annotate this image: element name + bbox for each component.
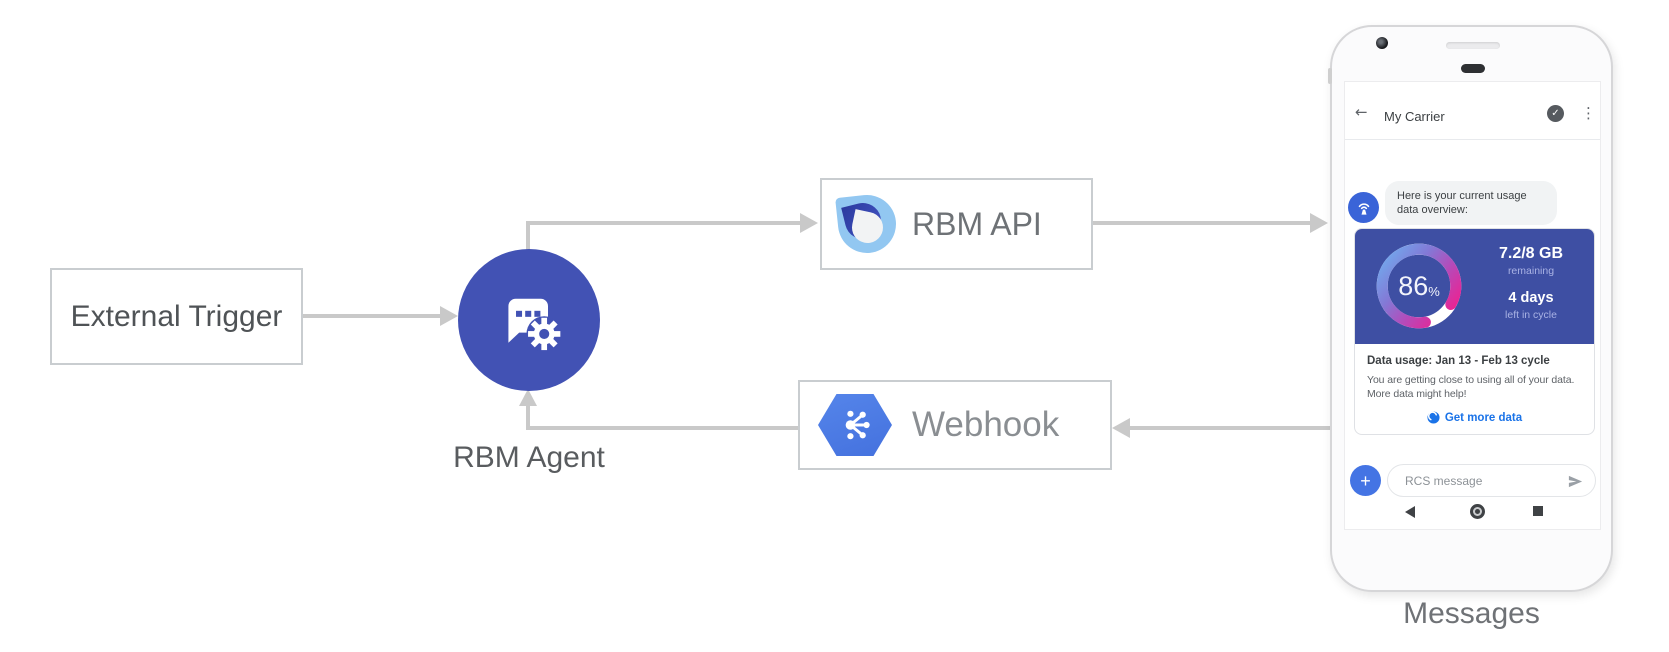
usage-gauge: 86% xyxy=(1373,240,1465,332)
arrow-agent-to-api-vline xyxy=(526,221,530,254)
earpiece xyxy=(1461,64,1485,73)
agent-message-line2: data overview: xyxy=(1397,204,1468,216)
agent-avatar xyxy=(1348,192,1379,223)
nav-back-triangle-icon[interactable] xyxy=(1405,506,1415,518)
external-trigger-box: External Trigger xyxy=(50,268,303,365)
phone-screen: ← My Carrier ✓ ⋮ Here is your current us… xyxy=(1344,81,1601,530)
back-arrow-icon[interactable]: ← xyxy=(1355,103,1368,121)
agent-message-line1: Here is your current usage xyxy=(1397,190,1527,202)
arrow-webhook-to-agent-head xyxy=(519,389,537,406)
chat-header: ← My Carrier ✓ ⋮ xyxy=(1345,82,1600,140)
usage-stats: 7.2/8 GB remaining 4 days left in cycle xyxy=(1473,229,1589,344)
arrow-external-to-agent-head xyxy=(440,306,458,326)
verified-badge-icon: ✓ xyxy=(1547,105,1564,122)
agent-message-bubble: Here is your current usage data overview… xyxy=(1385,181,1557,225)
get-more-data-button[interactable]: Get more data xyxy=(1367,411,1582,424)
usage-card-title: Data usage: Jan 13 - Feb 13 cycle xyxy=(1367,355,1550,367)
message-compose-bar xyxy=(1387,464,1596,497)
phone-mockup: ← My Carrier ✓ ⋮ Here is your current us… xyxy=(1328,25,1613,592)
speaker-slot xyxy=(1446,42,1500,49)
usage-card-body-line2: More data might help! xyxy=(1367,388,1467,400)
data-remaining-label: remaining xyxy=(1507,265,1555,277)
rbm-api-label: RBM API xyxy=(912,205,1042,242)
cloud-hexagon-hub-icon xyxy=(818,394,892,456)
attach-plus-button[interactable]: + xyxy=(1350,465,1381,496)
gauge-percent-unit: % xyxy=(1428,283,1440,299)
days-left-value: 4 days xyxy=(1508,290,1554,306)
arrow-external-to-agent-line xyxy=(303,314,441,318)
gauge-value: 86% xyxy=(1373,240,1465,332)
arrow-phone-to-webhook-line xyxy=(1130,426,1330,430)
overflow-menu-icon[interactable]: ⋮ xyxy=(1581,104,1596,122)
days-left-label: left in cycle xyxy=(1505,309,1557,321)
arrow-api-to-phone-head xyxy=(1310,213,1328,233)
get-more-data-label: Get more data xyxy=(1444,411,1523,424)
globe-icon xyxy=(1427,411,1440,424)
phone-side-button xyxy=(1328,68,1332,84)
arrow-api-to-phone-line xyxy=(1093,221,1312,225)
gauge-percent: 86 xyxy=(1398,270,1429,301)
webhook-box: Webhook xyxy=(798,380,1112,470)
nav-recents-square-icon[interactable] xyxy=(1533,506,1543,516)
phone-caption: Messages xyxy=(1403,597,1540,630)
front-camera xyxy=(1376,37,1388,49)
rcs-message-input[interactable] xyxy=(1403,472,1547,489)
nav-home-circle-icon[interactable] xyxy=(1470,504,1485,519)
arrow-phone-to-webhook-head xyxy=(1112,418,1130,438)
broadcast-tower-icon xyxy=(1358,202,1369,215)
arrow-agent-to-api-hline xyxy=(526,221,800,225)
usage-rich-card: 86% 7.2/8 GB remaining 4 days left in cy… xyxy=(1354,228,1595,435)
rbm-agent-label: RBM Agent xyxy=(453,441,605,474)
rbm-api-box: RBM API xyxy=(820,178,1093,270)
arrow-webhook-to-agent-vline xyxy=(526,402,530,430)
rbm-api-logo-icon xyxy=(835,192,899,256)
arrow-webhook-to-agent-hline xyxy=(528,426,798,430)
arrow-agent-to-api-head xyxy=(800,213,818,233)
usage-card-body-line1: You are getting close to using all of yo… xyxy=(1367,374,1575,386)
data-remaining-value: 7.2/8 GB xyxy=(1498,245,1564,262)
conversation-title: My Carrier xyxy=(1384,109,1445,124)
usage-card-body: Data usage: Jan 13 - Feb 13 cycle You ar… xyxy=(1355,344,1594,434)
webhook-label: Webhook xyxy=(912,405,1060,444)
usage-card-media: 86% 7.2/8 GB remaining 4 days left in cy… xyxy=(1355,229,1594,344)
send-arrow-icon[interactable] xyxy=(1567,473,1584,490)
rbm-agent-node xyxy=(458,249,600,391)
external-trigger-label: External Trigger xyxy=(70,299,283,333)
chat-bubble-gear-icon xyxy=(508,298,562,352)
